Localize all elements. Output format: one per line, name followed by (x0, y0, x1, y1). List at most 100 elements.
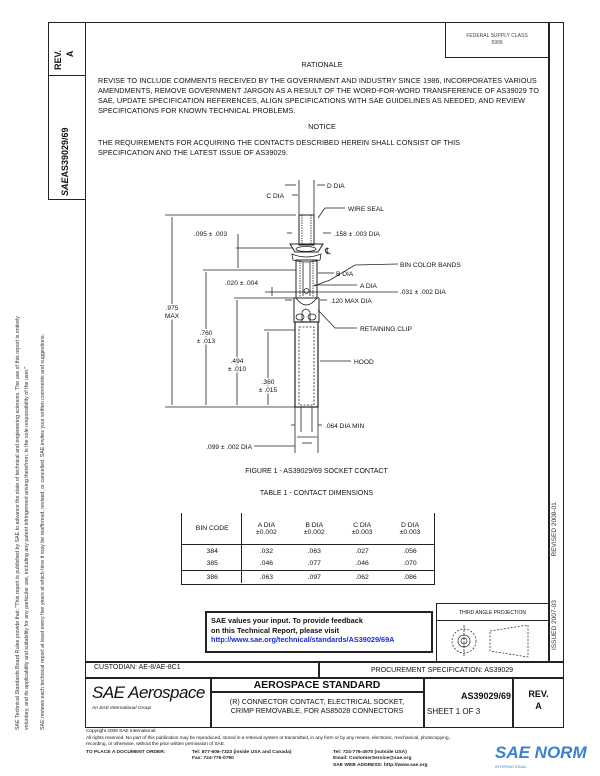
logo-sub: An SAE International Group (92, 706, 152, 711)
watermark-sub: INTERNATIONAL (495, 764, 527, 769)
supply-class: FEDERAL SUPPLY CLASS 5999 (445, 33, 549, 47)
title-row-div (210, 691, 423, 693)
footer-rights-2: recording, or otherwise, without the pri… (86, 742, 226, 748)
main-frame (85, 22, 564, 728)
label-a-dia: A DIA (360, 283, 377, 290)
feedback-line-1: SAE values your input. To provide feedba… (211, 616, 363, 625)
label-d-dia: D DIA (327, 183, 345, 190)
title-col-div-3 (512, 677, 514, 728)
title-col-div-1 (210, 677, 212, 728)
title-rev-label: REV. (528, 689, 549, 699)
footer-rights-1: All rights reserved. No part of this pub… (86, 735, 450, 741)
logo-main: SAE Aerospace (92, 683, 205, 702)
footer-contact-row-1: TO PLACE A DOCUMENT ORDER: Tel: 877-606-… (86, 750, 586, 757)
feedback-line-2: on this Technical Report, please visit (211, 625, 339, 635)
footer-copyright: Copyright 2008 SAE International (86, 729, 156, 734)
sheet-number: SHEET 1 OF 3 (427, 707, 481, 716)
tel-outside: Tel: 724-776-4970 (outside USA) (333, 749, 407, 755)
cell: .046 (259, 560, 274, 568)
label-dim-360: .360 (262, 379, 275, 386)
custodian: CUSTODIAN: AE-8/AE-8C1 (94, 664, 181, 671)
cell: .070 (403, 560, 417, 568)
footer-contact-row-2: Fax: 724-776-0790 Email: CustomerService… (86, 756, 586, 763)
order-label: TO PLACE A DOCUMENT ORDER: (86, 749, 166, 755)
front-matter: RATIONALE REVISE TO INCLUDE COMMENTS REC… (98, 60, 546, 164)
title-rev-value: A (535, 701, 542, 711)
footer-contact-row-3: SAE WEB ADDRESS: http://www.sae.org (86, 763, 586, 770)
table-caption: TABLE 1 - CONTACT DIMENSIONS (259, 490, 374, 497)
header-d-dia: D DIA (400, 521, 420, 529)
supply-class-box (445, 22, 549, 58)
header-c-dia: C DIA (353, 521, 372, 529)
table-row: 384 .032 .063 .027 .056 (182, 545, 434, 558)
feedback-link[interactable]: http://www.sae.org/technical/standards/A… (211, 635, 395, 644)
label-dim-760: .760 (200, 330, 213, 337)
header-a-tol: ±0.002 (256, 528, 277, 536)
feedback-box: SAE values your input. To provide feedba… (205, 611, 433, 653)
projection-divider (436, 620, 549, 621)
label-bin-color-bands: BIN COLOR BANDS (400, 262, 461, 269)
custodian-divider (318, 661, 320, 678)
header-d-tol: ±0.003 (399, 528, 421, 536)
cell: 386 (182, 570, 243, 584)
cell: .063 (242, 570, 291, 584)
header-a-dia: A DIA (257, 521, 276, 529)
sae-aerospace-logo: SAE Aerospace (92, 684, 205, 702)
header-bin-code: BIN CODE (195, 525, 229, 532)
title-line-2: CRIMP REMOVABLE, FOR AS85028 CONNECTORS (230, 706, 404, 715)
label-dim-494: .494 (231, 358, 244, 365)
cell: .027 (355, 547, 369, 555)
figure-caption: FIGURE 1 - AS39029/69 SOCKET CONTACT (245, 468, 388, 475)
label-dim-095: .095 ± .003 (194, 231, 227, 238)
cell: .097 (290, 570, 339, 584)
rationale-text: REVISE TO INCLUDE COMMENTS RECEIVED BY T… (98, 76, 539, 115)
cell: .077 (307, 560, 321, 568)
cell: .063 (307, 547, 321, 555)
label-dim-494-tol: ± .010 (228, 366, 247, 373)
label-dim-158: .158 ± .003 DIA (334, 231, 380, 238)
label-retaining-clip: RETAINING CLIP (360, 326, 413, 333)
label-dim-020: .020 ± .004 (225, 280, 258, 287)
cell: .046 (355, 560, 369, 568)
cell: 385 (206, 560, 218, 568)
third-angle-projection-icon (451, 624, 529, 658)
notice-heading: NOTICE (308, 122, 336, 131)
cell: .032 (259, 547, 274, 555)
table-row: 386.063.097.062.086 (182, 570, 434, 584)
watermark-text: SAE NORM (495, 743, 587, 762)
cell: 384 (206, 547, 218, 555)
label-dim-099: .099 ± .002 DIA (206, 444, 252, 451)
email: Email: CustomerService@sae.org (333, 756, 412, 762)
label-dim-975-max: MAX (165, 313, 180, 320)
header-b-tol: ±0.002 (303, 528, 325, 536)
table-header-row: BIN CODE A DIA±0.002 B DIA±0.002 C DIA±0… (182, 513, 434, 545)
notice-text: THE REQUIREMENTS FOR ACQUIRING THE CONTA… (98, 138, 461, 157)
label-dim-120: .120 MAX DIA (330, 298, 372, 305)
label-dim-360-tol: ± .015 (259, 387, 278, 394)
cell: .056 (403, 547, 417, 555)
title-rev: REV. A (513, 688, 564, 712)
table-row: 385 .046 .077 .046 .070 (182, 558, 434, 571)
label-dim-031: .031 ± .002 DIA (400, 289, 446, 296)
document-title: (R) CONNECTOR CONTACT, ELECTRICAL SOCKET… (211, 697, 423, 715)
web-address[interactable]: SAE WEB ADDRESS: http://www.sae.org (333, 762, 428, 768)
supply-class-label: FEDERAL SUPPLY CLASS (466, 33, 528, 39)
contact-dimensions-table: BIN CODE A DIA±0.002 B DIA±0.002 C DIA±0… (181, 513, 435, 585)
label-b-dia: B DIA (336, 271, 354, 278)
title-line-1: (R) CONNECTOR CONTACT, ELECTRICAL SOCKET… (229, 697, 405, 706)
title-doc-number: AS39029/69 (460, 691, 511, 701)
tel-inside: Tel: 877-606-7323 (inside USA and Canada… (192, 749, 292, 755)
sae-norm-watermark: SAE NORM (495, 744, 587, 762)
footer: Copyright 2008 SAE International All rig… (86, 729, 586, 770)
supply-class-value: 5999 (491, 40, 503, 46)
header-c-tol: ±0.003 (351, 528, 373, 536)
right-strip-divider (548, 22, 550, 662)
cell: .062 (338, 570, 387, 584)
label-wire-seal: WIRE SEAL (348, 206, 384, 213)
rationale-heading: RATIONALE (301, 60, 343, 69)
table-left-col-divider (241, 513, 242, 583)
label-dim-975: .975 (166, 305, 179, 312)
label-c-dia: C DIA (266, 193, 284, 200)
fax: Fax: 724-776-0790 (192, 756, 234, 762)
